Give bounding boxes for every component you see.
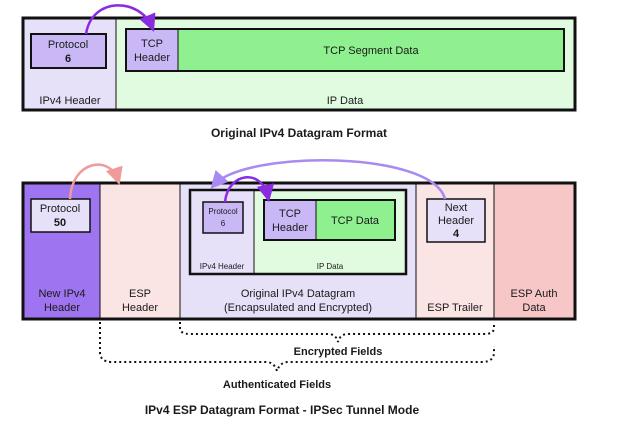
esp-auth-line2: Data	[522, 302, 546, 314]
next-header-value: 4	[453, 228, 460, 240]
encrypted-fields-label: Encrypted Fields	[294, 346, 383, 358]
original-tcp-header-box	[127, 30, 178, 70]
orig-datagram-line2: (Encapsulated and Encrypted)	[224, 302, 372, 314]
original-datagram: Protocol 6 TCP Header TCP Segment Data I…	[21, 4, 577, 140]
esp-protocol-value: 50	[54, 217, 66, 229]
original-protocol-value: 6	[65, 53, 71, 65]
original-protocol-label: Protocol	[48, 39, 88, 51]
inner-protocol-arrow	[223, 176, 275, 203]
esp-caption: IPv4 ESP Datagram Format - IPSec Tunnel …	[145, 403, 420, 417]
esp-auth-field	[494, 183, 575, 319]
inner-protocol-label: Protocol	[208, 207, 238, 216]
encrypted-fields-bracket	[179, 322, 495, 343]
esp-protocol-arrow	[68, 163, 123, 200]
esp-header-line1: ESP	[129, 288, 151, 300]
original-caption: Original IPv4 Datagram Format	[211, 126, 387, 140]
original-ip-data-label: IP Data	[327, 95, 364, 107]
original-protocol-box	[30, 33, 107, 69]
authenticated-fields-bracket	[99, 322, 495, 375]
esp-header-line2: Header	[122, 302, 158, 314]
inner-tcp-header-box	[265, 201, 316, 239]
next-header-arrow	[210, 159, 447, 200]
inner-tcp-data: TCP Data	[331, 215, 380, 227]
esp-protocol-label: Protocol	[40, 203, 80, 215]
original-tcp-header-line2: Header	[134, 52, 170, 64]
esp-datagram-outline	[21, 181, 577, 321]
next-header-box	[426, 198, 486, 243]
original-datagram-outline	[21, 16, 577, 112]
new-ipv4-header-line2: Header	[44, 302, 80, 314]
esp-trailer-label: ESP Trailer	[427, 302, 483, 314]
original-tcp-segment-box	[125, 28, 565, 72]
original-tcp-segment-data: TCP Segment Data	[323, 45, 419, 57]
new-ipv4-header-line1: New IPv4	[38, 288, 85, 300]
authenticated-fields-label: Authenticated Fields	[223, 379, 331, 391]
esp-auth-line1: ESP Auth	[511, 288, 558, 300]
original-protocol-arrow	[84, 4, 156, 35]
inner-tcp-header-line1: TCP	[279, 208, 301, 220]
inner-protocol-value: 6	[221, 219, 226, 228]
original-tcp-header-line1: TCP	[141, 38, 163, 50]
inner-protocol-box	[202, 201, 244, 234]
inner-ipv4-header-label: IPv4 Header	[200, 262, 245, 271]
inner-tcp-header-line2: Header	[272, 222, 308, 234]
inner-datagram-outline	[188, 188, 408, 276]
original-ipv4-header-label: IPv4 Header	[39, 95, 100, 107]
esp-protocol-box	[30, 198, 91, 233]
next-header-line2: Header	[438, 215, 474, 227]
esp-header-field	[100, 183, 180, 319]
esp-datagram: Protocol 50 New IPv4 Header ESP Header P…	[21, 159, 577, 417]
orig-datagram-line1: Original IPv4 Datagram	[241, 288, 355, 300]
next-header-line1: Next	[445, 202, 468, 214]
inner-ip-data-label: IP Data	[317, 262, 344, 271]
